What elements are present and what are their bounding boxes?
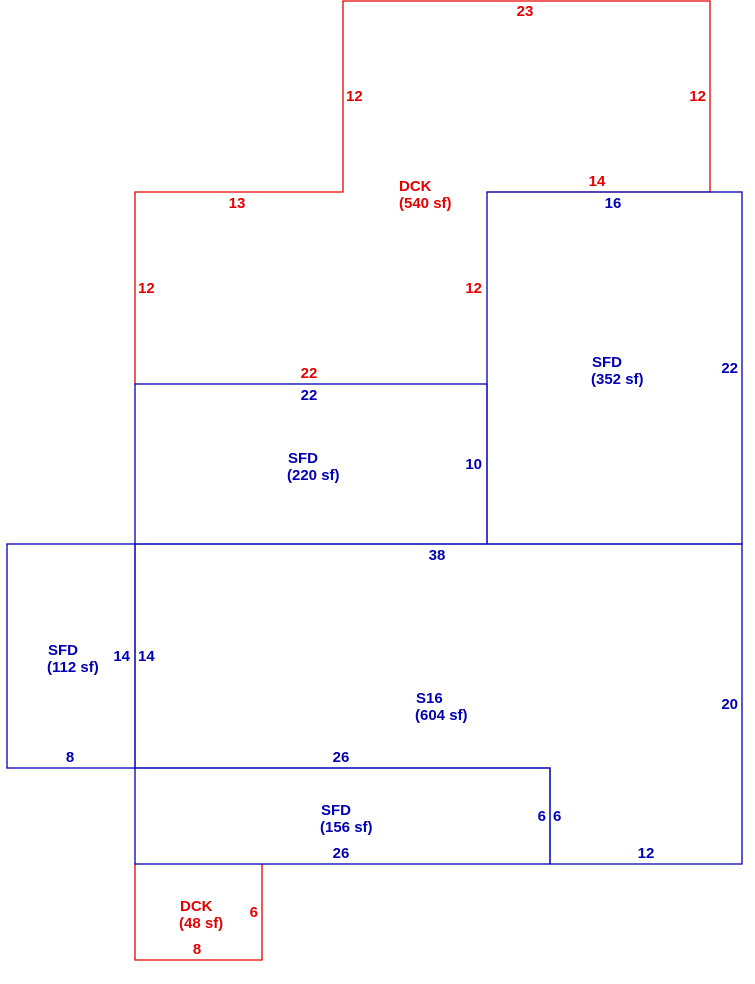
dimension-label: 22 [301, 365, 318, 382]
dimension-label: 12 [138, 280, 155, 297]
dimension-label: 22 [721, 360, 738, 377]
area-label: SFD (156 sf) [320, 802, 373, 836]
area-label: SFD (352 sf) [591, 354, 644, 388]
dimension-label: 38 [429, 547, 446, 564]
dimension-label: 6 [250, 904, 258, 921]
dimension-label: 8 [66, 749, 74, 766]
dimension-label: 12 [346, 88, 363, 105]
dimension-label: 22 [301, 387, 318, 404]
dimension-label: 6 [538, 808, 546, 825]
dimension-label: 14 [113, 648, 130, 665]
dimension-label: 12 [689, 88, 706, 105]
dimension-label: 20 [721, 696, 738, 713]
dimension-label: 14 [589, 173, 606, 190]
area-label: SFD (112 sf) [47, 642, 99, 676]
dimension-label: 6 [553, 808, 561, 825]
dimension-label: 12 [465, 280, 482, 297]
area-label: DCK (540 sf) [399, 178, 452, 212]
area-label: S16 (604 sf) [415, 690, 468, 724]
sfd-156-outline [134, 767, 551, 865]
area-label: DCK (48 sf) [179, 898, 223, 932]
dimension-label: 16 [605, 195, 622, 212]
area-label: SFD (220 sf) [287, 450, 340, 484]
dimension-label: 26 [333, 749, 350, 766]
dimension-label: 10 [465, 456, 482, 473]
dimension-label: 8 [193, 941, 201, 958]
dimension-label: 12 [638, 845, 655, 862]
dimension-label: 13 [229, 195, 246, 212]
deck-48-outline [134, 864, 263, 961]
dimension-label: 23 [517, 3, 534, 20]
dimension-label: 14 [138, 648, 155, 665]
dimension-label: 26 [333, 845, 350, 862]
